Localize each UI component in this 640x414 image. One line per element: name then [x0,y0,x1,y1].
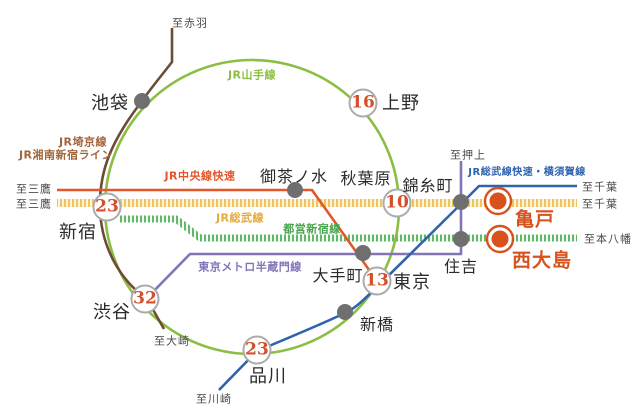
ikebukuro-dot [134,93,150,109]
akihabara-minutes-circle [382,188,412,218]
station-otemachi: 大手町 [312,266,364,285]
dir-mitaka-chuo: 至三鷹 [16,182,52,196]
shinagawa-minutes-circle [242,335,272,365]
dir-osaki: 至大崎 [154,334,190,348]
station-shinagawa: 品川 [249,366,287,387]
chuo-rapid-line [57,188,379,282]
station-ueno: 上野 [382,93,420,114]
station-sumiyoshi: 住吉 [443,257,479,276]
chuo-rapid-line-label: JR中央線快速 [164,169,236,183]
dir-oshiage: 至押上 [450,148,486,162]
station-kinshicho: 錦糸町 [402,176,454,195]
station-shimbashi: 新橋 [359,315,395,334]
station-ochanomizu: 御茶ノ水 [259,167,329,186]
dir-chiba-sobu: 至千葉 [582,197,618,211]
shinjuku-minutes-circle [92,192,122,222]
hanzomon-line-label: 東京メトロ半蔵門線 [198,260,302,274]
akihabara-minutes: 10 [385,192,409,213]
kameido-marker [489,192,507,210]
saikyo-line-label: JR埼京線 [58,135,108,149]
dir-moto-yawata: 至本八幡 [584,232,632,246]
nishiojima-marker [491,230,509,248]
ueno-minutes: 16 [351,92,375,113]
dir-mitaka-sobu: 至三鷹 [16,197,52,211]
yamanote-line-label: JR山手線 [227,68,277,82]
tokyo-minutes: 13 [365,270,389,291]
shimbashi-dot [337,304,353,320]
station-kameido: 亀戸 [514,208,556,231]
station-shinjuku: 新宿 [59,222,97,243]
otemachi-dot [355,245,371,261]
dir-akabane: 至赤羽 [172,16,208,30]
dir-kawasaki: 至川崎 [196,392,232,406]
station-nishiojima: 西大島 [511,249,573,272]
tokyo-minutes-circle [362,266,392,296]
shinjuku-minutes: 23 [95,196,119,217]
toei-shinjuku-line [119,215,577,242]
shibuya-minutes: 32 [133,288,157,309]
sumiyoshi-dot [453,231,469,247]
station-shibuya: 渋谷 [93,302,131,323]
sobu-line-label: JR総武線 [215,211,265,225]
ueno-minutes-circle [348,88,378,118]
ochanomizu-dot [287,182,303,198]
shonan-shinjuku-line-label: JR湘南新宿ライン [18,148,114,162]
station-tokyo: 東京 [393,272,431,293]
shibuya-minutes-circle [130,284,160,314]
station-akihabara: 秋葉原 [340,169,392,188]
saikyo-shonan-line [98,28,174,330]
kinshicho-dot [453,194,469,210]
sobu-rapid-yokosuka-line-label: JR総武線快速・横須賀線 [468,167,586,178]
dir-chiba-rapid: 至千葉 [582,180,618,194]
toei-shinjuku-line-label: 都営新宿線 [283,222,341,236]
shinagawa-minutes: 23 [245,339,269,360]
station-ikebukuro: 池袋 [91,93,129,114]
